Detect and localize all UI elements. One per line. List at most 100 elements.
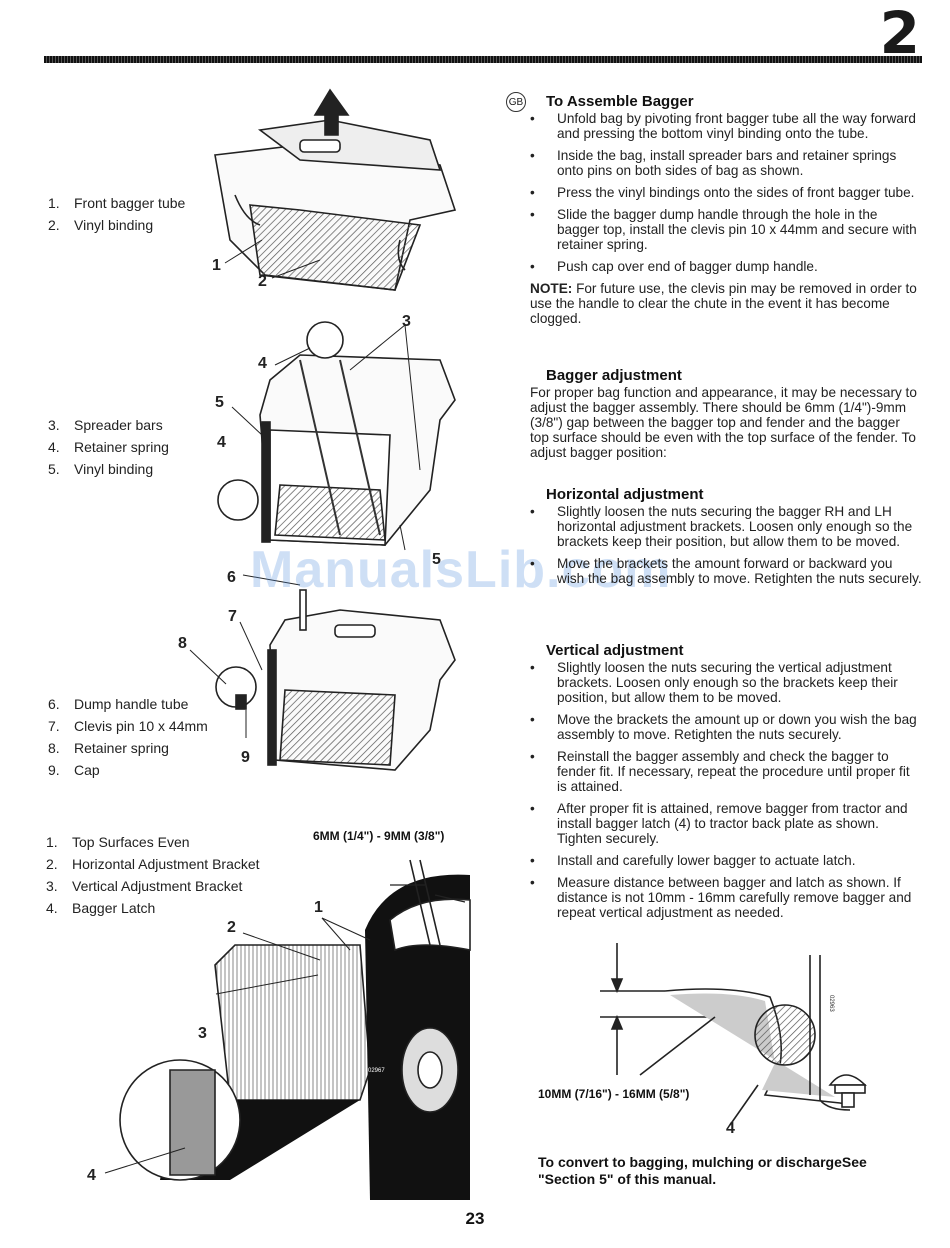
legend-group-3: 6. Dump handle tube 7. Clevis pin 10 x 44m… bbox=[48, 693, 208, 781]
legend-number: 9. bbox=[48, 762, 60, 778]
convert-note: To convert to bagging, mulching or disch… bbox=[538, 1154, 928, 1188]
assembly-figures: 1 2 3 4 5 4 5 6 7 8 9 bbox=[87, 88, 471, 1200]
legend-label: Vertical Adjustment Bracket bbox=[72, 878, 243, 894]
language-badge: GB bbox=[506, 92, 526, 112]
note-text: For future use, the clevis pin may be re… bbox=[530, 281, 917, 326]
vertical-adjustment-title: Vertical adjustment bbox=[546, 642, 684, 659]
list-item: Push cap over end of bagger dump handle. bbox=[530, 259, 922, 274]
assemble-title: To Assemble Bagger bbox=[546, 93, 694, 110]
legend-number: 7. bbox=[48, 718, 60, 734]
legend-number: 2. bbox=[46, 856, 58, 872]
legend-number: 1. bbox=[46, 834, 58, 850]
callout-label: 9 bbox=[241, 749, 250, 766]
legend-label: Clevis pin 10 x 44mm bbox=[74, 718, 208, 734]
callout-label: 4 bbox=[258, 355, 267, 372]
vertical-adjustment-section: Vertical adjustment Slightly loosen the … bbox=[530, 643, 922, 920]
callout-label: 1 bbox=[314, 899, 323, 916]
legend-number: 3. bbox=[48, 417, 60, 433]
list-item: Measure distance between bagger and latc… bbox=[530, 875, 922, 920]
list-item: Slightly loosen the nuts securing the ve… bbox=[530, 660, 922, 705]
callout-label: 2 bbox=[258, 273, 267, 290]
legend-item: 4. Bagger Latch bbox=[46, 897, 260, 919]
figure-dump-handle bbox=[215, 589, 456, 771]
list-item: Inside the bag, install spreader bars an… bbox=[530, 148, 922, 178]
legend-label: Dump handle tube bbox=[74, 696, 189, 712]
figure-spreader-bars bbox=[217, 321, 456, 546]
legend-number: 8. bbox=[48, 740, 60, 756]
legend-label: Front bagger tube bbox=[74, 195, 186, 211]
legend-group-4: 1. Top Surfaces Even 2. Horizontal Adjustm… bbox=[46, 831, 260, 919]
legend-item: 2. Vinyl binding bbox=[48, 214, 185, 236]
gap-measurement-label: 6MM (1/4") - 9MM (3/8") bbox=[313, 829, 444, 843]
legend-number: 6. bbox=[48, 696, 60, 712]
legend-label: Spreader bars bbox=[74, 417, 163, 433]
note-label: NOTE: bbox=[530, 281, 573, 296]
callout-label: 3 bbox=[198, 1025, 207, 1042]
figure-bagger-on-tractor bbox=[119, 859, 471, 1200]
legend-label: Top Surfaces Even bbox=[72, 834, 190, 850]
legend-number: 1. bbox=[48, 195, 60, 211]
callout-label: 1 bbox=[212, 257, 221, 274]
convert-note-line: "Section 5" of this manual. bbox=[538, 1171, 717, 1187]
legend-item: 4. Retainer spring bbox=[48, 436, 169, 458]
list-item: Install and carefully lower bagger to ac… bbox=[530, 853, 922, 868]
list-item: Slightly loosen the nuts securing the ba… bbox=[530, 504, 922, 549]
list-item: Unfold bag by pivoting front bagger tube… bbox=[530, 111, 922, 141]
legend-number: 3. bbox=[46, 878, 58, 894]
callout-label: 5 bbox=[432, 551, 441, 568]
figure-code: 02967 bbox=[368, 1068, 385, 1074]
list-item: Reinstall the bagger assembly and check … bbox=[530, 749, 922, 794]
figure-latch-distance: 10MM (7/16") - 16MM (5/8") 4 02963 bbox=[538, 943, 867, 1137]
legend-item: 1. Top Surfaces Even bbox=[46, 831, 260, 853]
callout-label: 6 bbox=[227, 569, 236, 586]
legend-label: Cap bbox=[74, 762, 100, 778]
legend-item: 6. Dump handle tube bbox=[48, 693, 208, 715]
callout-label: 2 bbox=[227, 919, 236, 936]
list-item: Move the brackets the amount up or down … bbox=[530, 712, 922, 742]
legend-item: 7. Clevis pin 10 x 44mm bbox=[48, 715, 208, 737]
legend-label: Retainer spring bbox=[74, 439, 169, 455]
legend-item: 3. Spreader bars bbox=[48, 414, 169, 436]
list-item: Press the vinyl bindings onto the sides … bbox=[530, 185, 922, 200]
legend-group-2: 3. Spreader bars 4. Retainer spring 5. Viny… bbox=[48, 414, 169, 480]
callout-label: 3 bbox=[402, 313, 411, 330]
bagger-adjustment-text: For proper bag function and appearance, … bbox=[530, 385, 917, 460]
section-number: 2 bbox=[879, 0, 920, 67]
legend-item: 1. Front bagger tube bbox=[48, 192, 185, 214]
legend-item: 9. Cap bbox=[48, 759, 208, 781]
list-item: Slide the bagger dump handle through the… bbox=[530, 207, 922, 252]
bagger-adjustment-section: Bagger adjustment For proper bag functio… bbox=[530, 368, 922, 460]
legend-label: Horizontal Adjustment Bracket bbox=[72, 856, 260, 872]
legend-number: 4. bbox=[46, 900, 58, 916]
legend-item: 5. Vinyl binding bbox=[48, 458, 169, 480]
figure-unfold-bag bbox=[214, 88, 457, 291]
convert-note-line: To convert to bagging, mulching or disch… bbox=[538, 1154, 867, 1170]
legend-number: 2. bbox=[48, 217, 60, 233]
legend-item: 3. Vertical Adjustment Bracket bbox=[46, 875, 260, 897]
list-item: Move the brackets the amount forward or … bbox=[530, 556, 922, 586]
legend-item: 2. Horizontal Adjustment Bracket bbox=[46, 853, 260, 875]
legend-label: Vinyl binding bbox=[74, 217, 154, 233]
legend-number: 4. bbox=[48, 439, 60, 455]
callout-label: 4 bbox=[87, 1167, 96, 1184]
horizontal-adjustment-section: Horizontal adjustment Slightly loosen th… bbox=[530, 487, 922, 586]
page-number: 23 bbox=[465, 1209, 485, 1228]
legend-number: 5. bbox=[48, 461, 60, 477]
note-paragraph: NOTE: For future use, the clevis pin may… bbox=[530, 281, 922, 326]
callout-label: 8 bbox=[178, 635, 187, 652]
callout-label: 7 bbox=[228, 608, 237, 625]
legend-label: Retainer spring bbox=[74, 740, 169, 756]
list-item: After proper fit is attained, remove bag… bbox=[530, 801, 922, 846]
callout-label: 5 bbox=[215, 394, 224, 411]
callout-label: 4 bbox=[726, 1120, 735, 1137]
figure-code: 02963 bbox=[828, 995, 834, 1012]
top-rule bbox=[44, 56, 922, 63]
legend-label: Bagger Latch bbox=[72, 900, 156, 916]
legend-label: Vinyl binding bbox=[74, 461, 154, 477]
legend-group-1: 1. Front bagger tube 2. Vinyl binding bbox=[48, 192, 185, 236]
assemble-section: To Assemble Bagger Unfold bag by pivotin… bbox=[530, 94, 922, 326]
bagger-adjustment-title: Bagger adjustment bbox=[546, 367, 682, 384]
callout-label: 4 bbox=[217, 434, 226, 451]
latch-measurement-label: 10MM (7/16") - 16MM (5/8") bbox=[538, 1087, 689, 1101]
legend-item: 8. Retainer spring bbox=[48, 737, 208, 759]
